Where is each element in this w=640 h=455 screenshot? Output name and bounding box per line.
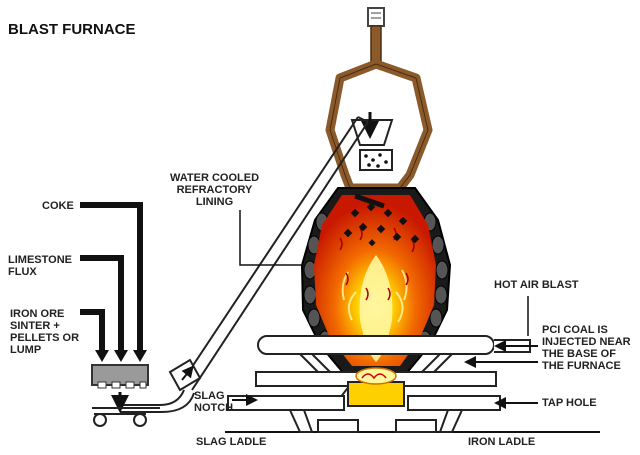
diagram-title: BLAST FURNACE xyxy=(8,21,136,38)
iron-ladle-pot xyxy=(395,419,437,433)
label-water-cooled-lining: WATER COOLED REFRACTORY LINING xyxy=(170,172,260,208)
label-limestone: LIMESTONE FLUX xyxy=(8,254,72,278)
skip-rail-bottom xyxy=(191,121,369,391)
label-hot-air-blast: HOT AIR BLAST xyxy=(494,279,579,291)
charge-particles xyxy=(343,202,420,247)
label-slag-notch: SLAG NOTCH xyxy=(194,390,234,414)
label-slag-ladle: SLAG LADLE xyxy=(196,436,267,448)
bell-charge xyxy=(359,149,393,171)
label-tap-hole: TAP HOLE xyxy=(542,397,597,409)
label-iron-ladle: IRON LADLE xyxy=(468,436,536,448)
bustle-pipe xyxy=(257,335,495,355)
top-cap xyxy=(367,7,385,27)
slag-ladle-pot xyxy=(317,419,359,433)
runner-right xyxy=(407,395,501,411)
runner-left xyxy=(227,395,345,411)
hopper xyxy=(350,119,394,146)
lining-leader xyxy=(239,210,305,266)
label-iron-ore: IRON ORE SINTER + PELLETS OR LUMP xyxy=(10,308,80,356)
label-pci-coal: PCI COAL IS INJECTED NEAR THE BASE OF TH… xyxy=(542,324,631,372)
label-coke: COKE xyxy=(42,200,74,212)
skip-rail-top xyxy=(179,116,359,386)
hearth-iron xyxy=(347,381,405,407)
feed-arrows xyxy=(80,202,143,350)
